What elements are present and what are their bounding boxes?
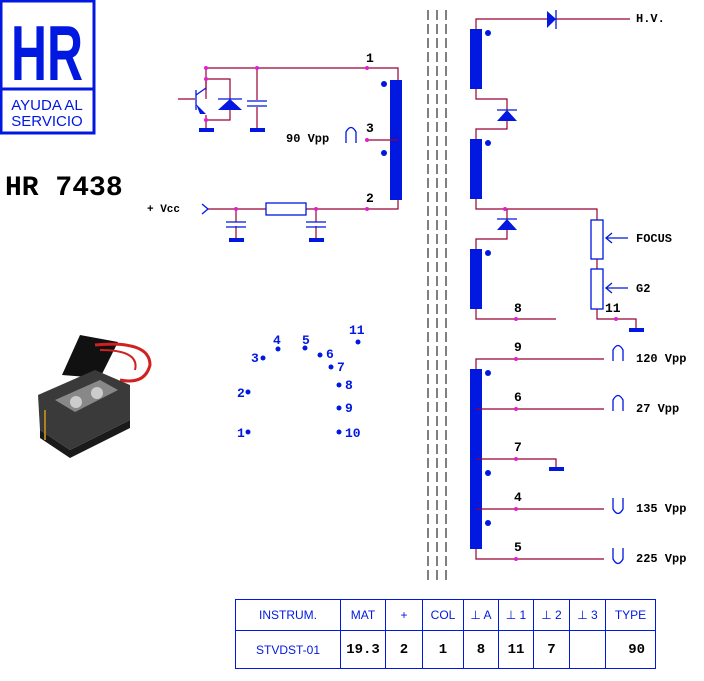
value-cell: STVDST-01 xyxy=(235,630,341,669)
label: SERVICIO xyxy=(11,113,82,130)
header-cell: ⊥ 2 xyxy=(533,599,570,631)
value-cell: 11 xyxy=(498,630,534,669)
label: AYUDA AL xyxy=(11,97,82,114)
label: 7 xyxy=(337,360,345,375)
label: 27 Vpp xyxy=(636,402,679,416)
label: 90 Vpp xyxy=(286,132,329,146)
label: 9 xyxy=(514,340,522,355)
label: 11 xyxy=(349,323,365,338)
label: 6 xyxy=(326,347,334,362)
label: 7 xyxy=(514,440,522,455)
label: 3 xyxy=(366,121,374,136)
header-cell: MAT xyxy=(340,599,386,631)
table-row: STVDST-01 19.3 2 1 8 11 7 90 xyxy=(235,630,656,669)
diode-icon xyxy=(218,99,242,110)
value-cell: 90 xyxy=(605,630,656,669)
spec-table: INSTRUM. MAT + COL ⊥ A ⊥ 1 ⊥ 2 ⊥ 3 TYPE … xyxy=(235,599,656,669)
label: G2 xyxy=(636,282,650,296)
header-cell: TYPE xyxy=(605,599,656,631)
label: 120 Vpp xyxy=(636,352,686,366)
label: 10 xyxy=(345,426,361,441)
label: 5 xyxy=(514,540,522,555)
label: 3 xyxy=(251,351,259,366)
header-cell: COL xyxy=(422,599,464,631)
header-cell: ⊥ A xyxy=(463,599,499,631)
label: + Vcc xyxy=(147,204,180,216)
header-cell: INSTRUM. xyxy=(235,599,341,631)
label: 225 Vpp xyxy=(636,552,686,566)
header-cell: ⊥ 3 xyxy=(569,599,606,631)
ground-icon xyxy=(250,128,265,132)
label: FOCUS xyxy=(636,232,672,246)
value-cell xyxy=(569,630,606,669)
label: 8 xyxy=(345,378,353,393)
value-cell: 2 xyxy=(385,630,423,669)
ground-icon xyxy=(199,128,214,132)
label: 1 xyxy=(237,426,245,441)
label: 6 xyxy=(514,390,522,405)
transformer-core xyxy=(427,10,447,580)
label: 11 xyxy=(605,301,621,316)
label: 1 xyxy=(366,51,374,66)
label: 5 xyxy=(302,333,310,348)
secondary-circuit: 9 6 7 4 5 120 Vpp 27 Vpp 135 Vpp 225 Vpp xyxy=(470,340,686,566)
label: 2 xyxy=(366,191,374,206)
label: 135 Vpp xyxy=(636,502,686,516)
header-cell: ⊥ 1 xyxy=(498,599,534,631)
label: H.V. xyxy=(636,12,665,26)
logo: HR AYUDA AL SERVICIO xyxy=(0,0,96,135)
pinout-diagram: 1 2 3 4 5 6 7 8 9 10 11 xyxy=(237,323,365,441)
value-cell: 7 xyxy=(533,630,570,669)
label: HR xyxy=(11,9,83,97)
value-cell: 1 xyxy=(422,630,464,669)
primary-circuit: 1 3 2 90 Vpp + Vcc xyxy=(147,51,402,242)
table-header-row: INSTRUM. MAT + COL ⊥ A ⊥ 1 ⊥ 2 ⊥ 3 TYPE xyxy=(235,599,656,631)
hv-circuit: H.V. FOCUS G2 8 11 xyxy=(470,10,672,332)
label: 2 xyxy=(237,386,245,401)
resistor-icon xyxy=(265,202,307,216)
pulse-icon xyxy=(345,126,357,143)
header-cell: + xyxy=(385,599,423,631)
label: 4 xyxy=(514,490,522,505)
model-title: HR 7438 xyxy=(5,173,123,204)
label: 4 xyxy=(273,333,281,348)
value-cell: 19.3 xyxy=(340,630,386,669)
value-cell: 8 xyxy=(463,630,499,669)
label: 8 xyxy=(514,301,522,316)
label: 9 xyxy=(345,401,353,416)
flyback-photo xyxy=(38,335,152,458)
